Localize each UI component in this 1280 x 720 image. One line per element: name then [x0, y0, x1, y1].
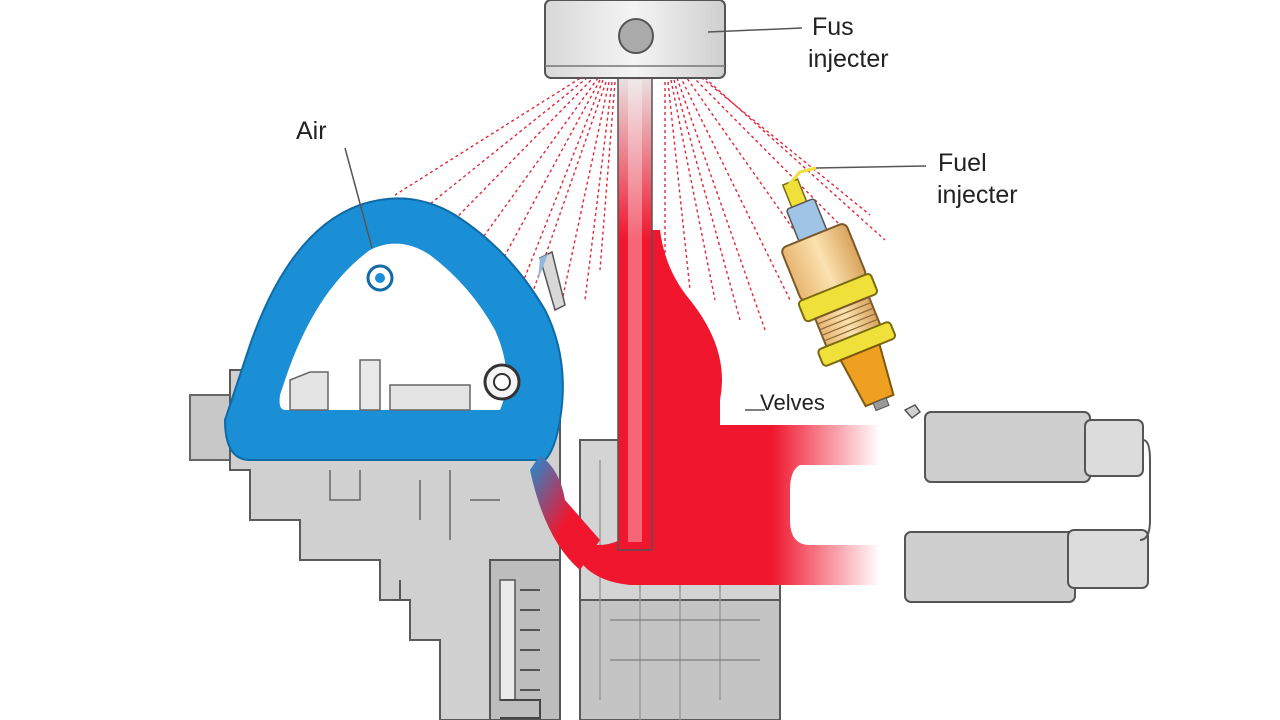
top-fus-injector	[544, 0, 726, 79]
nozzle-icon	[538, 250, 566, 312]
leader-lines	[344, 27, 927, 411]
exhaust-pipe-upper	[924, 411, 1144, 483]
exhaust-connector	[1139, 439, 1151, 541]
exhaust-pipe-lower	[904, 529, 1149, 603]
fuel-injector	[781, 178, 897, 412]
fuel-spray-lines	[394, 69, 886, 341]
pivot-bolt-top	[366, 264, 394, 292]
label-fuel-injector-line1: Fuel	[938, 149, 987, 177]
label-fus-injector-line1: Fus	[812, 13, 854, 41]
label-valves: Velves	[760, 390, 825, 415]
pivot-bolt-bottom	[483, 363, 521, 401]
label-air: Air	[296, 117, 327, 145]
connecting-rod	[617, 71, 653, 551]
label-fus-injector-line2: injecter	[808, 45, 889, 73]
spark-icon	[784, 166, 817, 189]
air-intake-duct	[223, 197, 600, 570]
valve-tip	[903, 404, 922, 420]
label-fuel-injector-line2: injecter	[937, 181, 1018, 209]
